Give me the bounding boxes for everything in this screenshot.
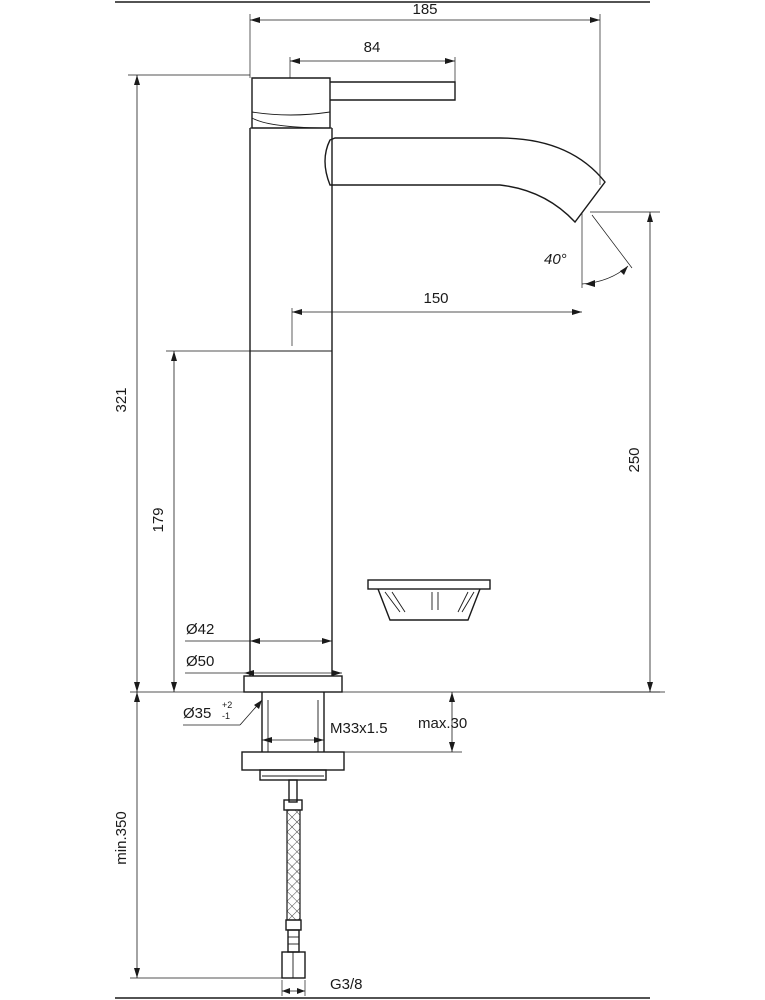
dim-d42-label: Ø42 xyxy=(186,621,214,638)
handle-cap-base-curve xyxy=(251,117,331,129)
dim-d50 xyxy=(185,670,342,676)
faucet-outline xyxy=(130,77,665,979)
hose-collar xyxy=(287,929,300,953)
aerator-detail xyxy=(367,579,491,621)
dim-g38-label: G3/8 xyxy=(330,976,363,993)
dim-g38 xyxy=(281,980,306,996)
dim-84 xyxy=(289,57,456,82)
dim-150-label: 150 xyxy=(423,290,448,307)
dim-250-label: 250 xyxy=(626,447,643,472)
dim-321-label: 321 xyxy=(113,387,130,412)
dim-d42 xyxy=(185,638,332,644)
dim-d35-tol-plus: +2 xyxy=(222,700,232,710)
dim-d35-tol-minus: -1 xyxy=(222,711,230,721)
dim-179 xyxy=(166,350,250,692)
hose-nut xyxy=(281,951,306,979)
hose-ferrule xyxy=(285,919,302,931)
dim-min350-label: min.350 xyxy=(113,811,130,864)
dim-d35 xyxy=(183,699,263,726)
dim-179-label: 179 xyxy=(150,507,167,532)
dim-d50-label: Ø50 xyxy=(186,653,214,670)
dim-185-label: 185 xyxy=(412,1,437,18)
mounting-plate xyxy=(241,751,345,771)
dim-40deg-label: 40° xyxy=(544,251,567,268)
threaded-shank xyxy=(261,692,325,752)
spout xyxy=(324,137,606,224)
dim-max30-label: max.30 xyxy=(418,715,467,732)
dim-185 xyxy=(249,14,601,185)
threaded-rod xyxy=(288,779,298,803)
dim-321 xyxy=(128,74,250,692)
dim-max30 xyxy=(344,692,462,753)
dim-min350 xyxy=(130,692,282,979)
lever xyxy=(330,81,456,101)
base-flange xyxy=(243,675,343,693)
dim-250 xyxy=(590,211,660,693)
handle-cap-curve xyxy=(251,111,331,116)
dim-d35-label: Ø35 xyxy=(183,705,211,722)
braided-hose xyxy=(286,809,301,921)
dim-thread-label: M33x1.5 xyxy=(330,720,388,737)
dim-thread xyxy=(262,737,324,743)
mounting-nut xyxy=(259,769,327,781)
body-tube xyxy=(249,128,333,676)
handle-cap xyxy=(251,77,331,129)
dim-40deg xyxy=(581,212,633,288)
dim-150 xyxy=(291,308,582,346)
dim-84-label: 84 xyxy=(364,39,381,56)
